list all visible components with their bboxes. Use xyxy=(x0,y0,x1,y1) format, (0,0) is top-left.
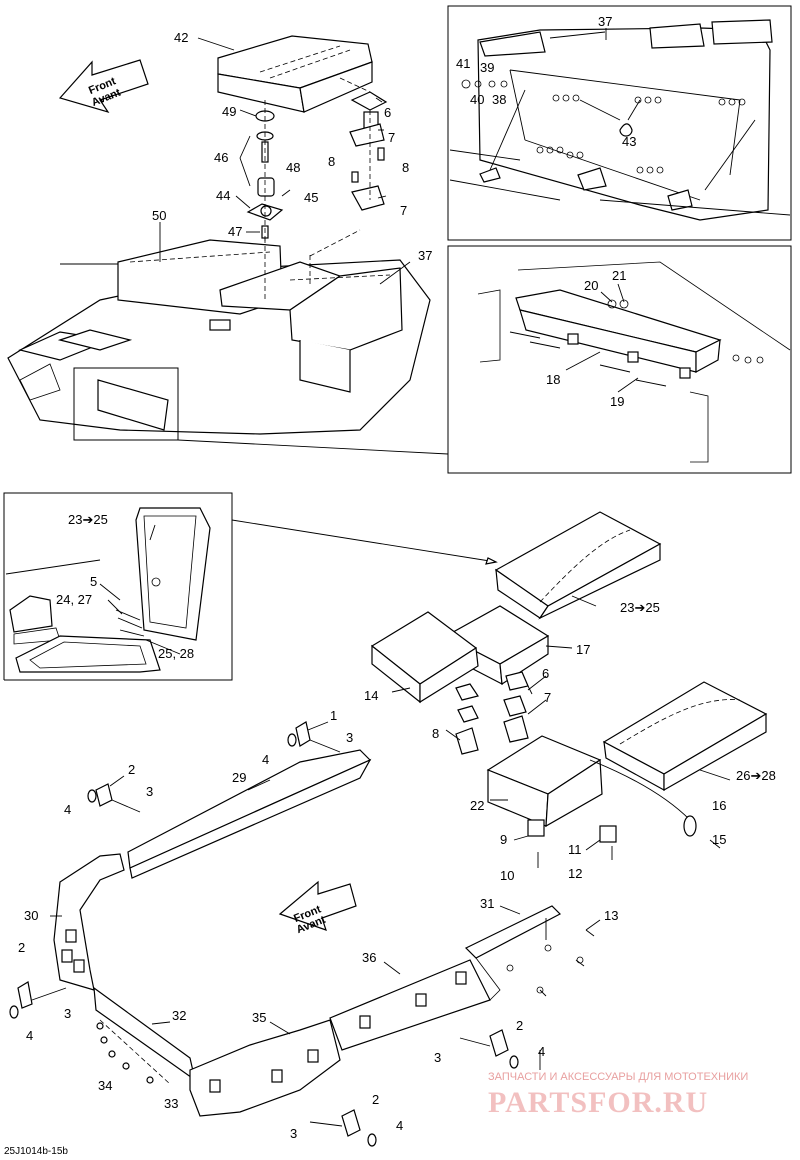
callout-3: 3 xyxy=(64,1006,71,1021)
callout-23-25: 23➔25 xyxy=(68,512,108,527)
brackets-top xyxy=(339,77,388,211)
callout-7: 7 xyxy=(544,690,551,705)
callout-44: 44 xyxy=(216,188,230,203)
top-section: Front Avant xyxy=(7,5,792,474)
cushion-22 xyxy=(486,735,617,868)
callout-18: 18 xyxy=(546,372,560,387)
front-arrow-top: Front Avant xyxy=(58,59,149,114)
callout-24-27: 24, 27 xyxy=(56,592,92,607)
callout-10: 10 xyxy=(500,868,514,883)
callout-4: 4 xyxy=(538,1044,545,1059)
callout-35: 35 xyxy=(252,1010,266,1025)
inset-box-hinge xyxy=(447,5,792,241)
callout-8: 8 xyxy=(328,154,335,169)
callout-19: 19 xyxy=(610,394,624,409)
callout-42: 42 xyxy=(174,30,188,45)
inset-box-backrest xyxy=(3,492,233,681)
hinge-detail xyxy=(449,19,791,221)
callout-46: 46 xyxy=(214,150,228,165)
callout-1: 1 xyxy=(330,708,337,723)
callout-31: 31 xyxy=(480,896,494,911)
callout-25-28: 25, 28 xyxy=(158,646,194,661)
cushion-23-25 xyxy=(494,511,662,620)
fasteners xyxy=(9,721,595,1147)
cushion-26-28 xyxy=(602,681,768,792)
callout-8: 8 xyxy=(432,726,439,741)
watermark: ЗАПЧАСТИ И АКСЕССУАРЫ ДЛЯ МОТОТЕХНИКИ PA… xyxy=(488,1071,748,1119)
callout-7: 7 xyxy=(388,130,395,145)
callout-38: 38 xyxy=(492,92,506,107)
callout-4: 4 xyxy=(396,1118,403,1133)
callout-34: 34 xyxy=(98,1078,112,1093)
callout-2: 2 xyxy=(128,762,135,777)
callout-11: 11 xyxy=(568,842,582,857)
callout-3: 3 xyxy=(146,784,153,799)
inset-box-rail xyxy=(447,245,792,474)
callout-33: 33 xyxy=(164,1096,178,1111)
backrest-detail xyxy=(5,507,211,673)
callout-32: 32 xyxy=(172,1008,186,1023)
callout-21: 21 xyxy=(612,268,626,283)
callout-49: 49 xyxy=(222,104,236,119)
callout-3: 3 xyxy=(290,1126,297,1141)
rail-detail xyxy=(477,261,791,463)
watermark-tagline: ЗАПЧАСТИ И АКСЕССУАРЫ ДЛЯ МОТОТЕХНИКИ xyxy=(488,1071,748,1083)
callout-2: 2 xyxy=(18,940,25,955)
front-arrow-bottom: Front Avant xyxy=(278,880,357,936)
callout-15: 15 xyxy=(712,832,726,847)
callout-17: 17 xyxy=(576,642,590,657)
callout-4: 4 xyxy=(26,1028,33,1043)
callout-45: 45 xyxy=(304,190,318,205)
callout-14: 14 xyxy=(364,688,378,703)
callout-2: 2 xyxy=(372,1092,379,1107)
callout-5: 5 xyxy=(90,574,97,589)
callout-4: 4 xyxy=(262,752,269,767)
detail-inset xyxy=(73,367,449,455)
callout-16: 16 xyxy=(712,798,726,813)
callout-37: 37 xyxy=(598,14,612,29)
bottom-section: Front Avant xyxy=(3,492,768,1147)
callout-36: 36 xyxy=(362,950,376,965)
hinge-screws xyxy=(461,79,746,174)
callout-50: 50 xyxy=(152,208,166,223)
callout-20: 20 xyxy=(584,278,598,293)
callout-47: 47 xyxy=(228,224,242,239)
seat-base-assembly xyxy=(7,229,431,435)
callout-39: 39 xyxy=(480,60,494,75)
callout-3: 3 xyxy=(346,730,353,745)
leader-lines xyxy=(50,28,731,1035)
callout-6: 6 xyxy=(542,666,549,681)
callout-6: 6 xyxy=(384,105,391,120)
callout-3: 3 xyxy=(434,1050,441,1065)
callout-2: 2 xyxy=(516,1018,523,1033)
callout-22: 22 xyxy=(470,798,484,813)
panel-29 xyxy=(127,749,372,879)
callout-43: 43 xyxy=(622,134,636,149)
callout-8: 8 xyxy=(402,160,409,175)
callout-30: 30 xyxy=(24,908,38,923)
callout-41: 41 xyxy=(456,56,470,71)
callout-26-28: 26➔28 xyxy=(736,768,776,783)
callout-4: 4 xyxy=(64,802,71,817)
callout-29: 29 xyxy=(232,770,246,785)
seat-cushion-42 xyxy=(217,35,373,113)
callout-23-25: 23➔25 xyxy=(620,600,660,615)
watermark-logo: PARTSFOR.RU xyxy=(488,1086,708,1119)
callout-9: 9 xyxy=(500,832,507,847)
diagram-code: 25J1014b-15b xyxy=(4,1146,68,1157)
callout-40: 40 xyxy=(470,92,484,107)
callout-48: 48 xyxy=(286,160,300,175)
callout-37: 37 xyxy=(418,248,432,263)
cushion-17 xyxy=(444,605,550,686)
callout-13: 13 xyxy=(604,908,618,923)
callout-7: 7 xyxy=(400,203,407,218)
trim-assembly xyxy=(53,853,562,1117)
callout-labels: 42 6 7 8 8 7 49 46 48 44 45 47 50 37 37 … xyxy=(18,14,776,1141)
hardware-stack xyxy=(246,100,291,245)
callout-12: 12 xyxy=(568,866,582,881)
